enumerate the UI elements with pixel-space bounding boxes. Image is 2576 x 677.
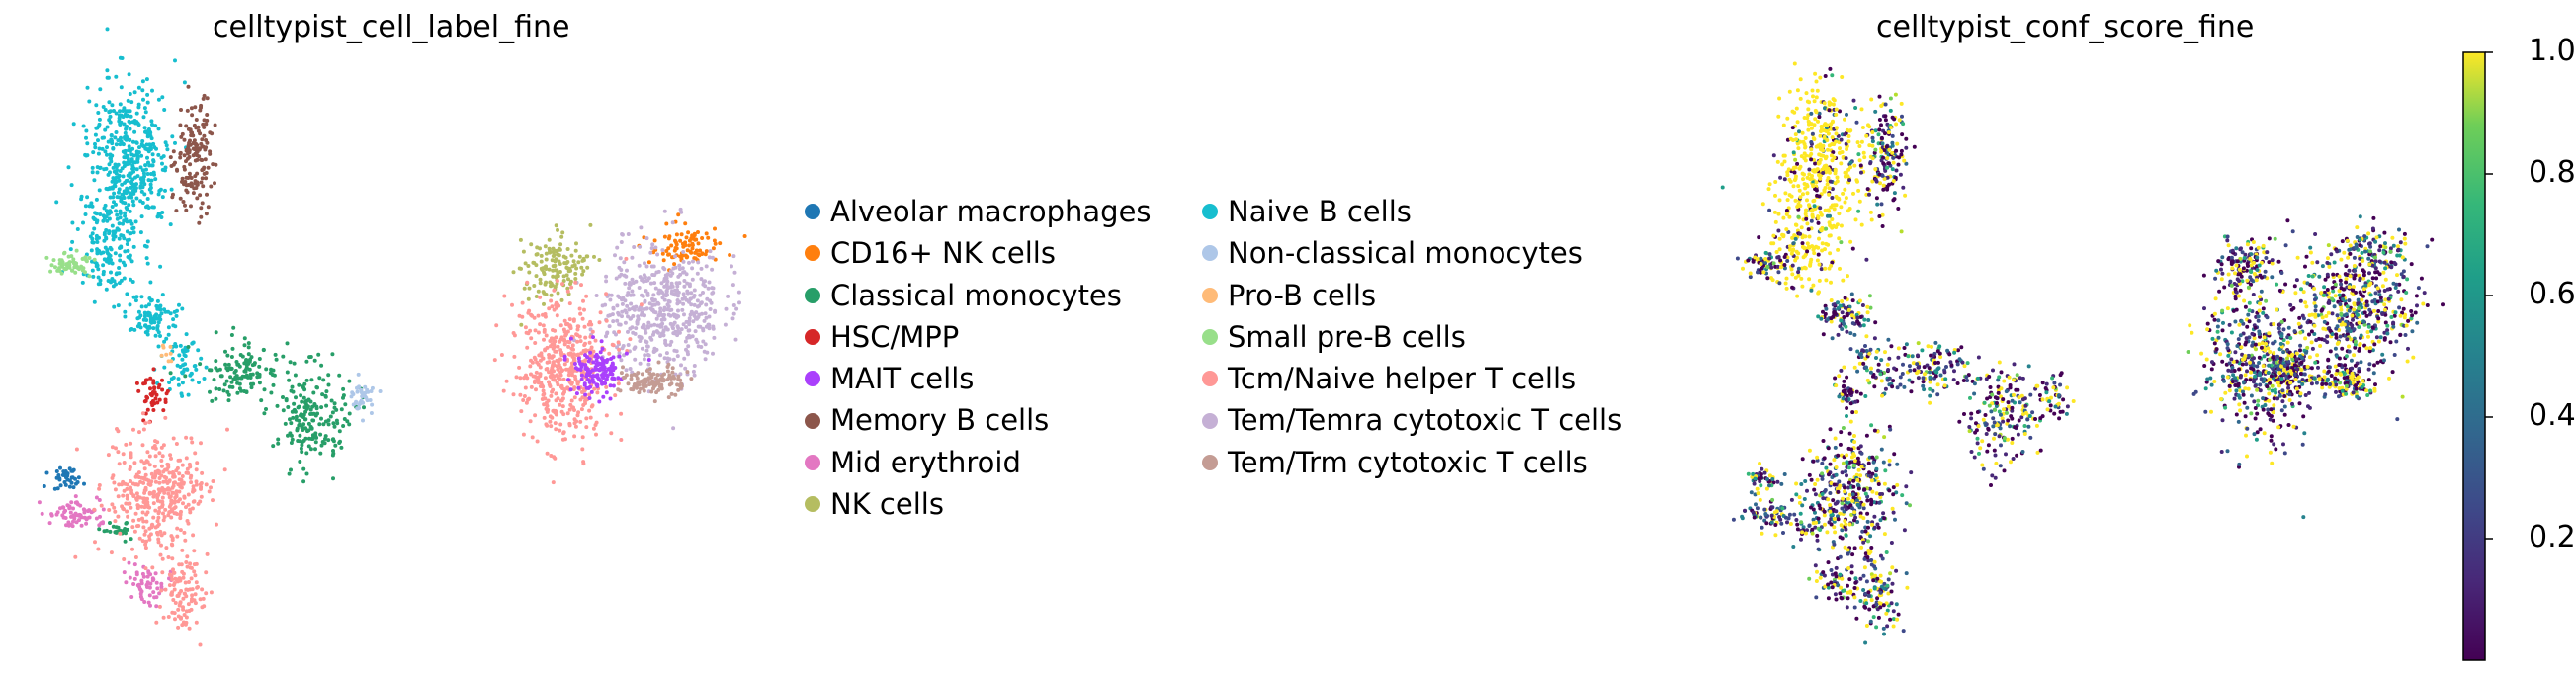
legend-item: Mid erythroid — [805, 442, 1152, 483]
legend-marker — [805, 496, 820, 513]
legend-item: MAIT cells — [805, 358, 1152, 399]
legend-item: Memory B cells — [805, 399, 1152, 441]
legend-marker — [805, 245, 820, 262]
legend-label: Tem/Temra cytotoxic T cells — [1228, 403, 1623, 438]
legend-label: Tcm/Naive helper T cells — [1228, 362, 1577, 396]
left-panel-title: celltypist_cell_label_fine — [213, 10, 570, 44]
colorbar-ticks — [2485, 51, 2493, 540]
legend-item: Small pre-B cells — [1202, 316, 1622, 358]
right-scatter-points — [1720, 61, 2445, 645]
colorbar-tick-label: 0.4 — [2529, 398, 2576, 433]
legend-marker — [805, 204, 820, 220]
left-scatter-points — [37, 27, 747, 647]
legend-label: Tem/Trm cytotoxic T cells — [1228, 445, 1588, 479]
legend-marker — [1202, 454, 1218, 470]
legend-label: Classical monocytes — [830, 278, 1122, 312]
legend-label: HSC/MPP — [830, 319, 960, 354]
legend-marker — [1202, 329, 1218, 346]
colorbar — [2462, 51, 2486, 661]
legend-label: Alveolar macrophages — [830, 195, 1152, 228]
legend-label: Small pre-B cells — [1228, 319, 1466, 354]
legend-marker — [1202, 204, 1218, 220]
legend-marker — [805, 454, 820, 470]
legend-item: Tcm/Naive helper T cells — [1202, 358, 1622, 399]
legend-label: CD16+ NK cells — [830, 236, 1056, 271]
legend-label: Non-classical monocytes — [1228, 236, 1583, 271]
legend-item: Tem/Temra cytotoxic T cells — [1202, 399, 1622, 441]
colorbar-tick-label: 0.8 — [2529, 155, 2576, 190]
legend-label: NK cells — [830, 487, 944, 522]
legend-item: NK cells — [805, 483, 1152, 525]
legend-marker — [1202, 371, 1218, 387]
legend-marker — [805, 412, 820, 429]
legend-marker — [1202, 245, 1218, 262]
legend-item: Non-classical monocytes — [1202, 232, 1622, 274]
legend-item: CD16+ NK cells — [805, 232, 1152, 274]
legend-marker — [1202, 287, 1218, 303]
legend-item: Classical monocytes — [805, 275, 1152, 316]
legend-marker — [1202, 412, 1218, 429]
legend-label: Memory B cells — [830, 403, 1050, 438]
colorbar-tick-label: 1.0 — [2529, 34, 2576, 68]
legend-label: Pro-B cells — [1228, 278, 1377, 312]
legend-item: Pro-B cells — [1202, 275, 1622, 316]
legend-marker — [805, 287, 820, 303]
legend-label: Naive B cells — [1228, 195, 1412, 228]
colorbar-tick-label: 0.2 — [2529, 520, 2576, 554]
legend-label: MAIT cells — [830, 362, 975, 396]
colorbar-tick-label: 0.6 — [2529, 277, 2576, 311]
legend-item: Alveolar macrophages — [805, 191, 1152, 232]
legend-item: Tem/Trm cytotoxic T cells — [1202, 442, 1622, 483]
legend-marker — [805, 371, 820, 387]
legend-label: Mid erythroid — [830, 445, 1021, 479]
right-panel-title: celltypist_conf_score_fine — [1876, 10, 2255, 44]
legend-marker — [805, 329, 820, 346]
legend-item: HSC/MPP — [805, 316, 1152, 358]
legend-item: Naive B cells — [1202, 191, 1622, 232]
